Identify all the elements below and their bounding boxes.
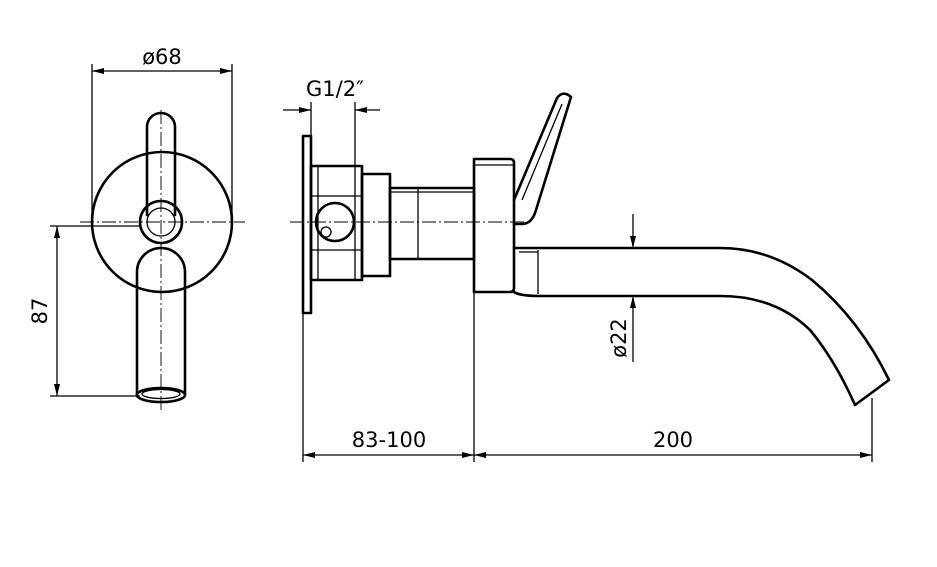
dim-spout-height-label: 87 bbox=[28, 298, 52, 325]
dim-spout-diameter: ø22 bbox=[607, 214, 660, 362]
dim-spout-reach-label: 200 bbox=[653, 428, 693, 452]
dim-thread: G1/2″ bbox=[283, 77, 380, 166]
dim-spout-diameter-label: ø22 bbox=[607, 318, 631, 358]
dim-body-depth-label: 83-100 bbox=[352, 428, 426, 452]
front-view bbox=[80, 110, 245, 410]
dim-rosette-diameter: ø68 bbox=[91, 45, 233, 222]
side-shank bbox=[388, 186, 476, 261]
side-cartridge-pin bbox=[320, 226, 332, 238]
side-view bbox=[290, 92, 891, 407]
dim-spout-reach: 200 bbox=[474, 398, 873, 462]
dim-spout-height: 87 bbox=[28, 225, 140, 397]
side-collar bbox=[360, 172, 392, 278]
side-spout bbox=[512, 246, 891, 407]
side-lever bbox=[512, 92, 573, 226]
dim-thread-label: G1/2″ bbox=[306, 77, 364, 101]
side-body bbox=[472, 157, 516, 294]
dim-rosette-diameter-label: ø68 bbox=[142, 45, 182, 69]
dim-body-depth: 83-100 bbox=[302, 292, 475, 462]
